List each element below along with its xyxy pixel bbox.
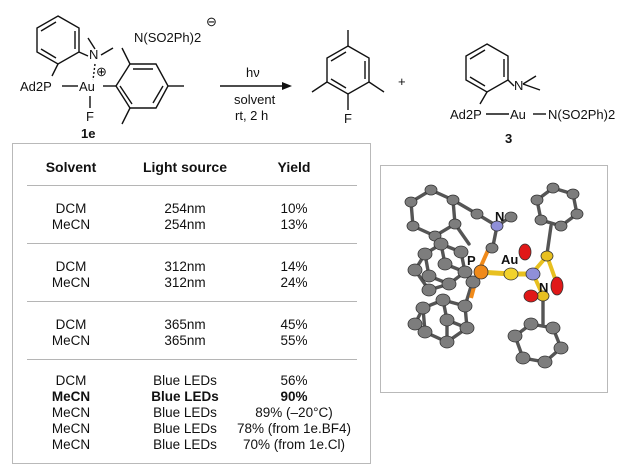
product3-au-label: Au [510, 107, 526, 122]
arrow-conditions-label: rt, 2 h [235, 108, 268, 123]
crystal-label-p: P [467, 253, 476, 268]
group-divider [27, 243, 357, 244]
atom-phosphorus [473, 264, 489, 280]
crystal-label-n-imide: N [539, 280, 548, 295]
reactant-f-label: F [86, 109, 94, 124]
crystal-structure-panel: N P Au N [380, 165, 608, 393]
reactant-au-label: Au [79, 79, 95, 94]
header-solvent: Solvent [45, 159, 97, 175]
product3-ligand-label: N(SO2Ph)2 [548, 107, 615, 122]
product-f-label: F [344, 111, 352, 126]
group-divider [27, 359, 357, 360]
arrow-light-label: hν [246, 65, 260, 80]
product-aryl-fluoride-ring [326, 45, 370, 95]
reaction-scheme: N Ad2P Au ⊕ F 1e N(SO2Ph)2 ⊖ hν solvent … [20, 14, 615, 146]
crystal-label-n-amine: N [495, 209, 504, 224]
reactant-mesityl-ring [115, 63, 169, 109]
reactant-phenyl-ring [36, 15, 80, 65]
group-divider [27, 301, 357, 302]
product3-ad2p-label: Ad2P [450, 107, 482, 122]
header-light-source: Light source [142, 159, 227, 175]
arrow-solvent-label: solvent [234, 92, 276, 107]
reactant-n-label: N [89, 47, 98, 62]
product3-n-label: N [514, 78, 523, 93]
product3-phenyl-ring [465, 43, 509, 93]
reactant-cation-charge: ⊕ [96, 64, 107, 79]
reactant-anion-label: N(SO2Ph)2 [134, 30, 201, 45]
atom-nitrogen-imide [525, 267, 541, 281]
reactant-ad2p-label: Ad2P [20, 79, 52, 94]
plus-sign: + [398, 74, 406, 89]
header-yield: Yield [277, 159, 311, 175]
product3-compound-label: 3 [505, 131, 512, 146]
reactant-compound-label: 1e [81, 126, 95, 141]
atom-gold [503, 267, 519, 281]
crystal-label-au: Au [501, 252, 518, 267]
crystal-structure: N P Au N [404, 182, 584, 369]
header-divider [27, 185, 357, 186]
reactant-anion-charge: ⊖ [206, 14, 217, 29]
